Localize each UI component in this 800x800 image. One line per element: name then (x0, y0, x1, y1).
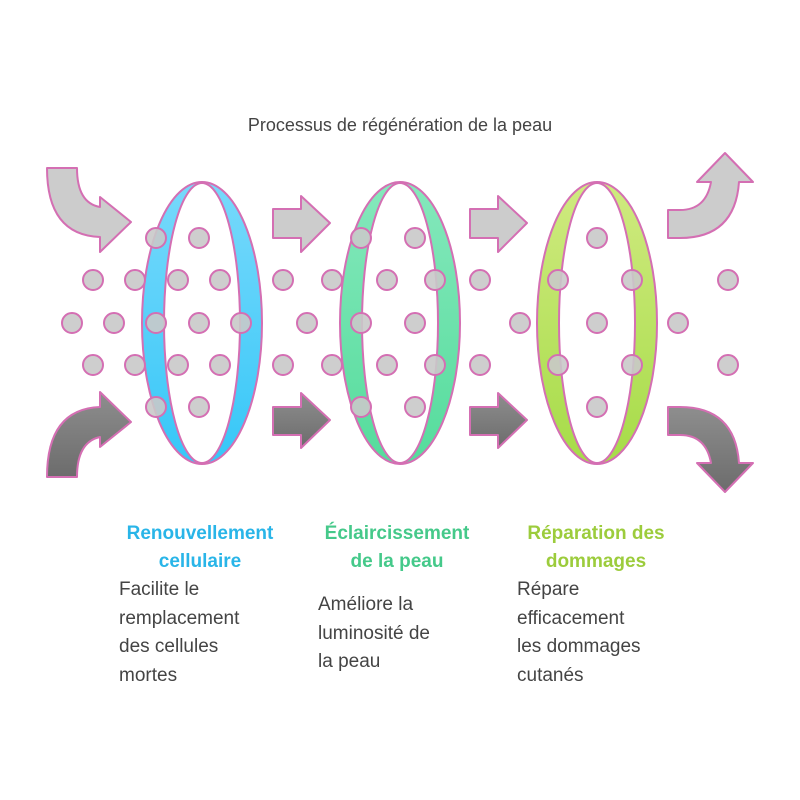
cell-dot (209, 269, 231, 291)
cell-dot (547, 354, 569, 376)
cell-dot (188, 227, 210, 249)
arrow-right-bottom-1 (272, 392, 331, 449)
curved-arrow-out-top (667, 152, 754, 239)
cell-dot (621, 354, 643, 376)
cell-dot (469, 354, 491, 376)
cell-dot (350, 227, 372, 249)
cell-dot (124, 354, 146, 376)
stage-2-heading: Éclaircissement de la peau (324, 523, 470, 572)
cell-dot (145, 227, 167, 249)
cell-dot (424, 269, 446, 291)
stage-1-description: Facilite le remplacement des cellules mo… (119, 579, 240, 686)
cell-dot (404, 312, 426, 334)
curved-arrow-in-bottom (46, 391, 132, 478)
cell-dot (167, 354, 189, 376)
cell-dot (376, 354, 398, 376)
cell-dot (321, 269, 343, 291)
cell-dot (376, 269, 398, 291)
cell-dot (586, 312, 608, 334)
arrow-right-bottom-2 (469, 392, 528, 449)
cell-dot (621, 269, 643, 291)
cell-dot (124, 269, 146, 291)
cell-dot (667, 312, 689, 334)
cell-dot (547, 269, 569, 291)
arrow-right-top-2 (469, 195, 528, 253)
cell-dot (469, 269, 491, 291)
cell-dot (145, 312, 167, 334)
cell-dot (586, 396, 608, 418)
stage-3-description: Répare efficacement les dommages cutanés (517, 579, 641, 686)
curved-arrow-out-bottom (667, 406, 754, 493)
cell-dot (296, 312, 318, 334)
cell-dot (321, 354, 343, 376)
cell-dot (167, 269, 189, 291)
cell-dot (61, 312, 83, 334)
cell-dot (103, 312, 125, 334)
cell-dot (350, 396, 372, 418)
stage-3-heading: Réparation des dommages (527, 523, 665, 572)
cell-dot (586, 227, 608, 249)
cell-dot (717, 354, 739, 376)
cell-dot (509, 312, 531, 334)
stage-1-heading: Renouvellement cellulaire (126, 523, 274, 572)
arrow-right-top-1 (272, 195, 331, 253)
cell-dot (404, 396, 426, 418)
cell-dot (404, 227, 426, 249)
cell-dot (82, 269, 104, 291)
cell-dot (209, 354, 231, 376)
cell-dot (145, 396, 167, 418)
cell-dot (350, 312, 372, 334)
cell-dot (230, 312, 252, 334)
stage-2-description: Améliore la luminosité de la peau (318, 594, 430, 672)
curved-arrow-in-top (46, 167, 132, 253)
cell-dot (272, 354, 294, 376)
stage-2-ring (339, 181, 461, 465)
cell-dot (717, 269, 739, 291)
cell-dot (272, 269, 294, 291)
diagram-title: Processus de régénération de la peau (247, 115, 553, 135)
cell-dot (188, 312, 210, 334)
cell-dot (82, 354, 104, 376)
cell-dot (424, 354, 446, 376)
cell-dot (188, 396, 210, 418)
